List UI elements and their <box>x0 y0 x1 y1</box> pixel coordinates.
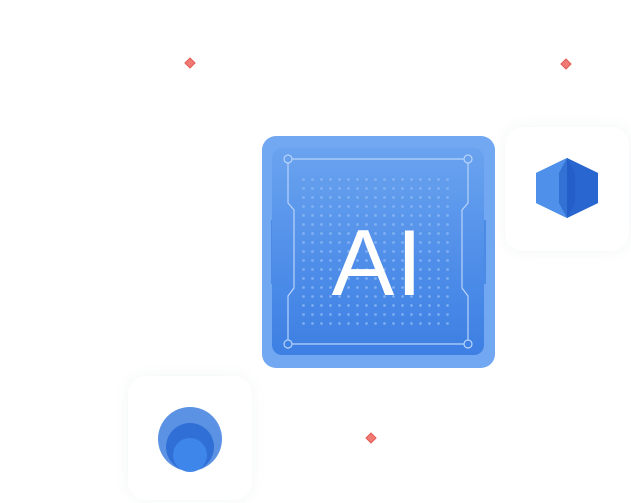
hexagon-gem-icon <box>536 158 598 218</box>
chip-face: AI <box>272 148 484 355</box>
orb-tile <box>128 376 252 500</box>
chip-label: AI <box>331 210 425 315</box>
stacked-orb-icon <box>158 407 222 472</box>
ai-chip: AI <box>262 136 495 368</box>
sparkle-top-left <box>184 57 196 69</box>
sparkle-bottom-center <box>365 432 377 444</box>
hexagon-tile <box>505 127 629 251</box>
sparkle-top-right <box>560 58 572 70</box>
chip-circuit-pattern <box>283 154 473 349</box>
